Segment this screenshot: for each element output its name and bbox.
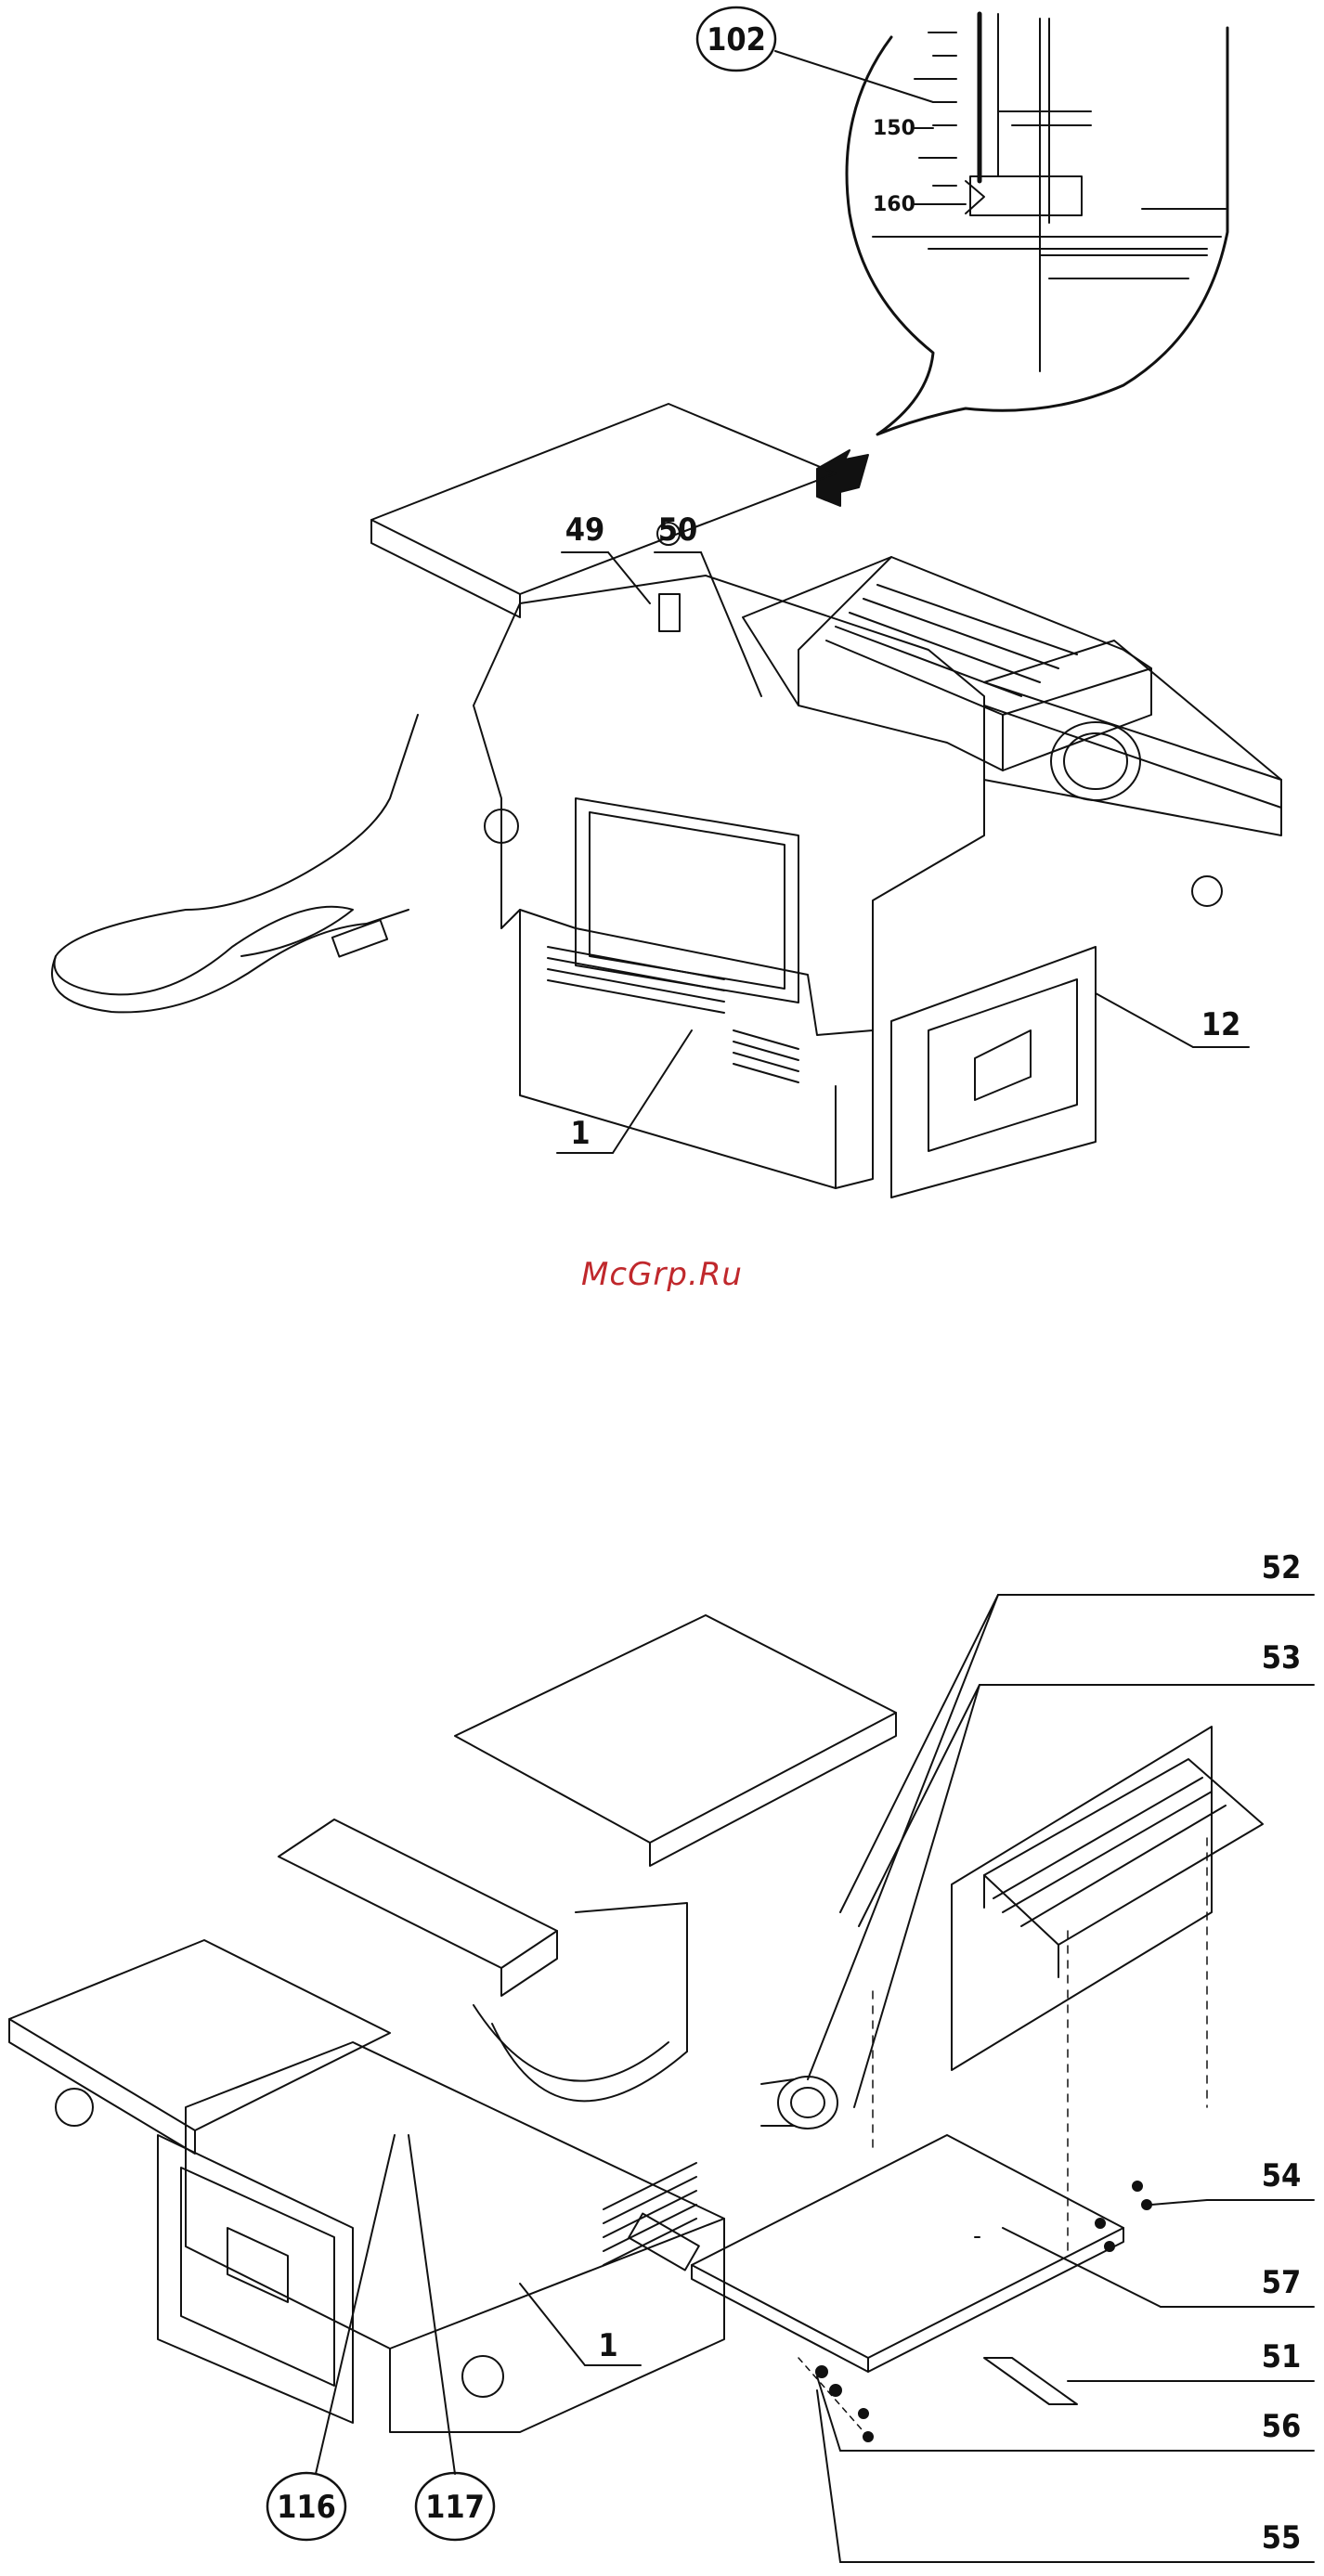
callout-label-1-top: 1 [570,1115,590,1152]
callout-102: 102 [697,7,933,102]
callout-1-bottom: 1 [520,2284,641,2365]
callout-label-56: 56 [1262,2408,1302,2445]
callout-117: 117 [409,2135,494,2540]
callout-54: 54 [1151,2157,1314,2205]
planer-machine-bottom [9,1615,896,2432]
scale-label-160: 160 [873,193,915,216]
scale-label-150: 150 [873,117,915,140]
detail-magnifier: 150 160 [847,14,1227,434]
watermark: McGrp.Ru [0,1256,1324,1293]
callout-label-51: 51 [1262,2338,1302,2375]
callout-12: 12 [1096,993,1249,1047]
callout-52: 52 [808,1549,1301,2079]
callout-label-102: 102 [707,21,766,58]
callout-55: 55 [817,2390,1314,2562]
callout-label-12: 12 [1201,1006,1241,1043]
callout-50: 50 [655,511,761,696]
callout-56: 56 [817,2376,1314,2451]
callout-label-54: 54 [1262,2157,1302,2194]
top-figure: 150 160 102 [52,7,1281,1197]
callout-label-49: 49 [565,511,605,549]
guard-assembly [873,1727,1263,2256]
callout-label-57: 57 [1262,2264,1302,2301]
callout-51: 51 [1068,2338,1314,2381]
callout-1-top: 1 [557,1030,692,1153]
callout-label-116: 116 [277,2489,336,2526]
bottom-figure: 52 53 54 57 51 56 55 [9,1549,1314,2562]
callout-label-55: 55 [1262,2519,1302,2557]
callout-label-53: 53 [1262,1639,1302,1676]
callout-53: 53 [854,1639,1301,2107]
pulley-part [761,2077,837,2129]
callout-label-50: 50 [658,511,698,549]
callout-label-117: 117 [425,2489,485,2526]
callout-label-52: 52 [1262,1549,1302,1586]
cover-plate [629,2135,1123,2372]
bracket-part [984,2358,1077,2404]
screws [798,2181,1151,2441]
callout-label-1-bottom: 1 [598,2327,617,2364]
callout-57: 57 [1003,2228,1314,2307]
